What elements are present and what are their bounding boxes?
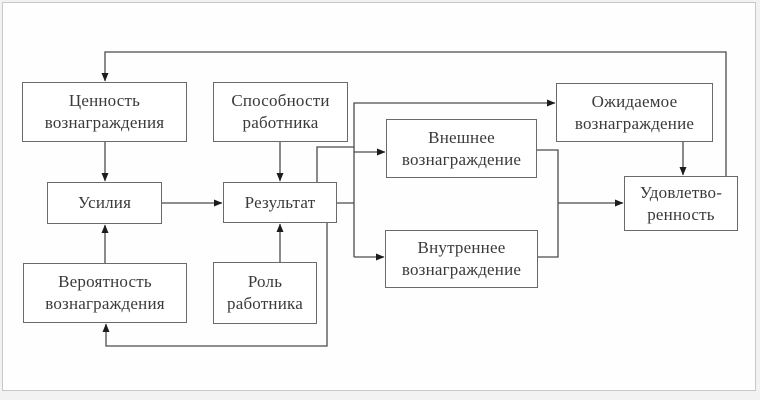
node-reward-value: Ценность вознаграждения (22, 82, 187, 142)
node-employee-role: Роль работника (213, 262, 317, 324)
node-result: Результат (223, 182, 337, 223)
node-internal-reward: Внутреннее вознаграждение (385, 230, 538, 288)
edge-satisfaction-to-reward-value (101, 51, 727, 176)
node-effort: Усилия (47, 182, 162, 224)
rewards-join-bus (537, 149, 559, 258)
edge-result-to-reward-probability (102, 223, 328, 347)
node-reward-probability: Вероятность вознаграждения (23, 263, 187, 323)
node-expected-reward: Ожидаемое вознаграждение (556, 83, 713, 142)
node-external-reward: Внешнее вознаграждение (386, 119, 537, 178)
node-employee-abilities: Способности работника (213, 82, 348, 142)
node-satisfaction: Удовлетво- ренность (624, 176, 738, 231)
